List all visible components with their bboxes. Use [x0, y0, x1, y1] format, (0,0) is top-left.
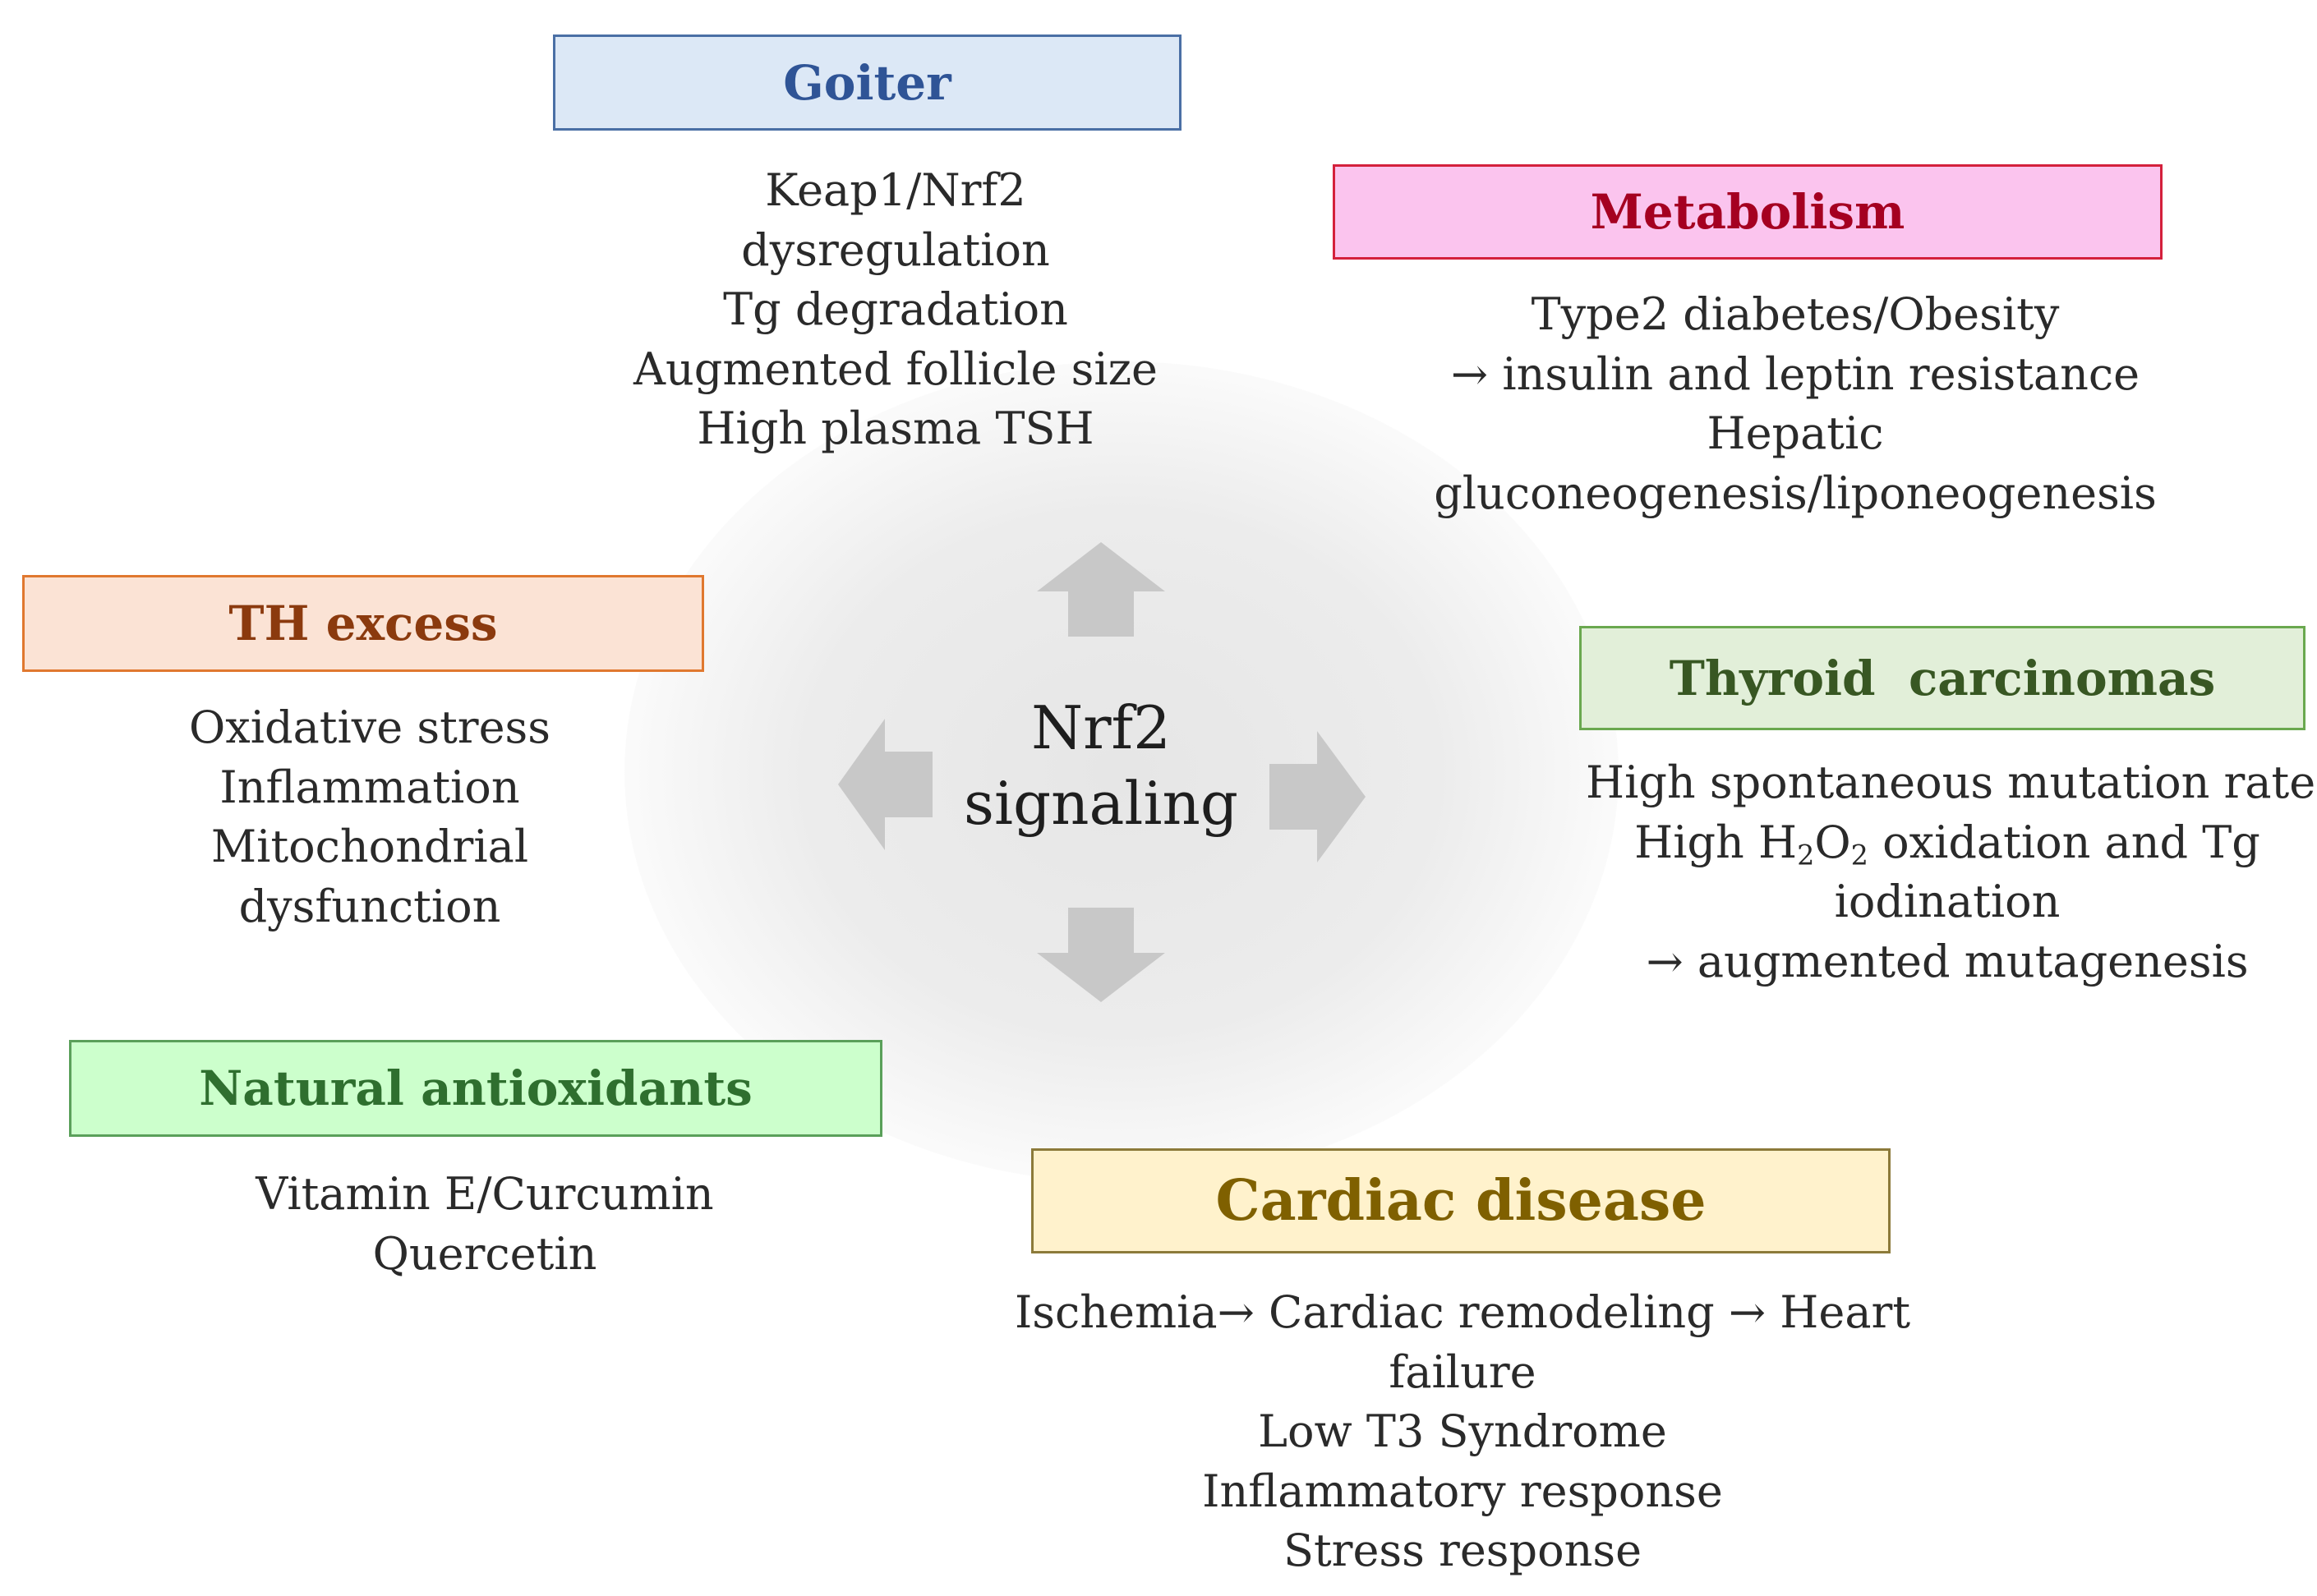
th-excess-line: dysfunction: [238, 880, 501, 932]
th-excess-line: Inflammation: [219, 761, 520, 813]
thyroid-carcinomas-box: Thyroid carcinomas: [1579, 626, 2305, 730]
th-excess-text: Oxidative stress Inflammation Mitochondr…: [82, 698, 657, 936]
th-excess-line: Mitochondrial: [210, 821, 529, 872]
cardiac-disease-title: Cardiac disease: [1215, 1168, 1707, 1234]
goiter-title: Goiter: [783, 54, 951, 111]
thyroid-line-1: High spontaneous mutation rate: [1586, 757, 2316, 808]
natural-antioxidants-title: Natural antioxidants: [199, 1060, 753, 1116]
cardiac-disease-text: Ischemia→ Cardiac remodeling → Heart fai…: [986, 1283, 1939, 1581]
metabolism-box: Metabolism: [1333, 164, 2163, 260]
th-excess-title: TH excess: [228, 596, 498, 651]
th-excess-box: TH excess: [22, 575, 704, 672]
arrow-up-icon: [1027, 538, 1175, 641]
metabolism-line: → insulin and leptin resistance: [1450, 347, 2140, 400]
center-label-line1: Nrf2: [1031, 693, 1171, 762]
cardiac-line: failure: [1389, 1345, 1536, 1398]
thyroid-line-2-sub: 2: [1797, 838, 1815, 871]
metabolism-line: Type2 diabetes/Obesity: [1531, 288, 2060, 340]
arrow-right-icon: [1265, 727, 1372, 867]
goiter-text: Keap1/Nrf2 dysregulation Tg degradation …: [579, 161, 1212, 459]
thyroid-carcinomas-text: High spontaneous mutation rate High H2O2…: [1586, 753, 2316, 991]
thyroid-line-2-part: O: [1814, 816, 1851, 868]
cardiac-disease-box: Cardiac disease: [1031, 1148, 1891, 1253]
goiter-line: Keap1/Nrf2: [765, 164, 1026, 216]
thyroid-line-2: High H2O2 oxidation and Tg: [1586, 813, 2309, 873]
goiter-line: dysregulation: [741, 223, 1050, 276]
center-label: Nrf2 signaling: [937, 690, 1265, 841]
thyroid-line-4: → augmented mutagenesis: [1646, 935, 2249, 987]
thyroid-line-2-part: oxidation and Tg: [1868, 816, 2260, 868]
th-excess-line: Oxidative stress: [189, 701, 550, 753]
cardiac-line: Low T3 Syndrome: [1258, 1405, 1667, 1457]
arrow-left-icon: [834, 715, 941, 854]
metabolism-line: gluconeogenesis/liponeogenesis: [1434, 467, 2157, 519]
cardiac-line: Ischemia→ Cardiac remodeling → Heart: [1014, 1286, 1911, 1338]
thyroid-line-2-part: High H: [1634, 816, 1798, 868]
metabolism-title: Metabolism: [1590, 184, 1905, 240]
goiter-line: High plasma TSH: [697, 402, 1094, 454]
goiter-line: Augmented follicle size: [633, 343, 1158, 395]
thyroid-line-2-sub: 2: [1850, 838, 1868, 871]
arrow-down-icon: [1027, 904, 1175, 1006]
thyroid-carcinomas-title: Thyroid carcinomas: [1669, 650, 2216, 706]
thyroid-line-3: iodination: [1834, 876, 2061, 927]
cardiac-line: Stress response: [1283, 1525, 1642, 1576]
metabolism-line: Hepatic: [1707, 407, 1884, 459]
center-label-line2: signaling: [964, 769, 1238, 838]
goiter-box: Goiter: [553, 34, 1182, 131]
cardiac-line: Inflammatory response: [1202, 1465, 1723, 1517]
natural-antioxidants-box: Natural antioxidants: [69, 1040, 882, 1137]
natural-antioxidants-line: Quercetin: [372, 1227, 597, 1280]
metabolism-text: Type2 diabetes/Obesity → insulin and lep…: [1384, 285, 2206, 523]
natural-antioxidants-line: Vitamin E/Curcumin: [256, 1168, 714, 1220]
natural-antioxidants-text: Vitamin E/Curcumin Quercetin: [156, 1165, 813, 1284]
goiter-line: Tg degradation: [723, 283, 1068, 335]
